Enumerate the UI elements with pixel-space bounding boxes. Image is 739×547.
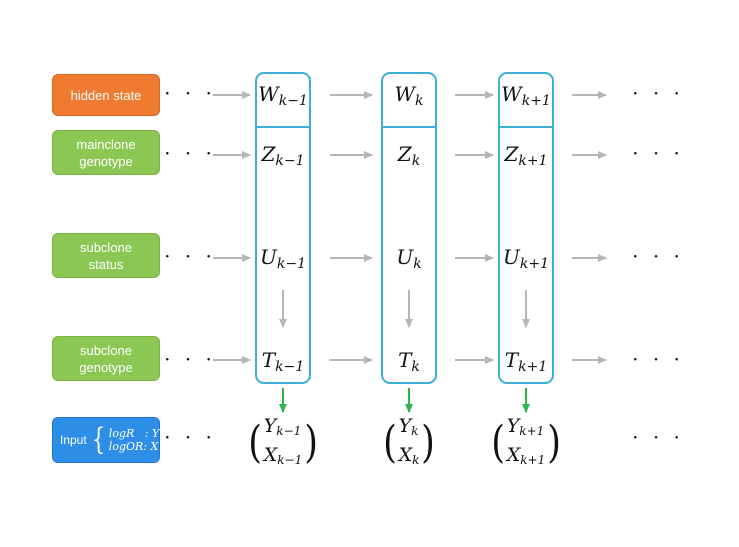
ellipsis-left-input: · · · xyxy=(164,425,216,449)
observation-x-next: Xk+1 xyxy=(506,444,546,467)
ellipsis-right-subgenotype: · · · xyxy=(632,347,684,371)
ellipsis-right-input: · · · xyxy=(632,425,684,449)
ellipsis-left-mainclone: · · · xyxy=(164,141,216,165)
ellipsis-right-mainclone: · · · xyxy=(632,141,684,165)
column-divider xyxy=(500,126,552,128)
ellipsis-right-hidden: · · · xyxy=(632,81,684,105)
subclone-status-text-line1: subclone xyxy=(79,239,133,255)
observation-vector-prev: ( Yk−1 Xk−1 ) xyxy=(247,414,320,472)
variable-w-current: Wk xyxy=(394,82,424,109)
observation-y-next: Yk+1 xyxy=(506,415,545,438)
variable-z-prev: Zk−1 xyxy=(261,142,305,169)
observation-vector-next: ( Yk+1 Xk+1 ) xyxy=(490,414,563,472)
ellipsis-right-status: · · · xyxy=(632,244,684,268)
time-slice-box-current xyxy=(381,72,437,384)
subclone-genotype-text-line2: genotype xyxy=(79,359,133,375)
hidden-state-label: hidden state xyxy=(52,74,160,116)
input-brace: { xyxy=(91,422,105,457)
input-label: Input { logR : Y logOR: X xyxy=(52,417,160,463)
observation-vector-current: ( Yk Xk ) xyxy=(381,414,436,472)
subclone-genotype-text-line1: subclone xyxy=(79,342,133,358)
variable-u-next: Uk+1 xyxy=(503,245,549,272)
subclone-status-label: subclone status xyxy=(52,233,160,278)
mainclone-text-line2: genotype xyxy=(79,153,133,169)
ellipsis-left-hidden: · · · xyxy=(164,81,216,105)
observation-y-prev: Yk−1 xyxy=(263,415,302,438)
ellipsis-left-subgenotype: · · · xyxy=(164,347,216,371)
variable-u-prev: Uk−1 xyxy=(260,245,306,272)
mainclone-text-line1: mainclone xyxy=(76,136,136,152)
flow-arrows xyxy=(213,91,607,364)
variable-w-next: Wk+1 xyxy=(501,82,551,109)
variable-t-current: Tk xyxy=(398,348,420,375)
column-divider xyxy=(257,126,309,128)
variable-z-current: Zk xyxy=(397,142,421,169)
input-word: Input xyxy=(60,432,87,447)
mainclone-genotype-label: mainclone genotype xyxy=(52,130,160,175)
subclone-status-text-line2: status xyxy=(88,256,124,272)
variable-z-next: Zk+1 xyxy=(504,142,548,169)
ellipsis-left-status: · · · xyxy=(164,244,216,268)
subclone-genotype-label: subclone genotype xyxy=(52,336,160,381)
input-line-logr: logR : Y xyxy=(108,427,160,440)
emission-arrows xyxy=(279,388,530,413)
observation-x-prev: Xk−1 xyxy=(263,444,303,467)
observation-y-current: Yk xyxy=(398,415,419,438)
time-slice-box-next xyxy=(498,72,554,384)
time-slice-box-prev xyxy=(255,72,311,384)
input-line-logor: logOR: X xyxy=(108,440,159,453)
hidden-state-text: hidden state xyxy=(70,87,142,103)
observation-x-current: Xk xyxy=(398,444,420,467)
column-divider xyxy=(383,126,435,128)
variable-u-current: Uk xyxy=(396,245,422,272)
variable-t-next: Tk+1 xyxy=(504,348,548,375)
variable-t-prev: Tk−1 xyxy=(261,348,305,375)
variable-w-prev: Wk−1 xyxy=(258,82,308,109)
